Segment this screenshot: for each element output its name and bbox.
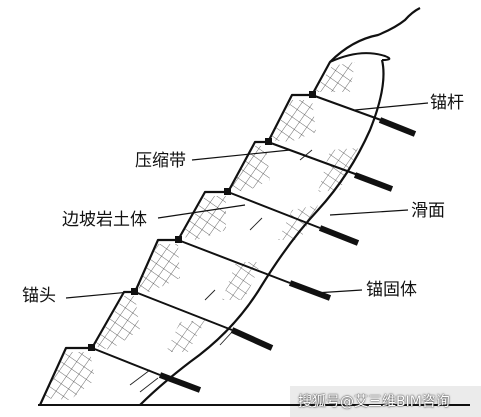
compression-zone-hatch xyxy=(44,62,355,400)
anchor-heads xyxy=(88,91,316,351)
anchor-rod-4 xyxy=(177,239,291,284)
anchor-rod-5 xyxy=(134,291,233,331)
anchor-rod-6 xyxy=(91,347,161,376)
watermark-backdrop xyxy=(290,386,481,417)
label-anchor-head: 锚头 xyxy=(22,286,56,306)
label-compression-zone: 压缩带 xyxy=(135,151,186,171)
anchor-rod-2 xyxy=(267,141,359,176)
label-anchor-body: 锚固体 xyxy=(366,280,417,300)
anchor-rod-3 xyxy=(227,191,321,229)
watermark-text: 搜狐号@艾三维BIM咨询 xyxy=(298,394,450,410)
anchor-body-2 xyxy=(353,172,394,192)
slope-outline xyxy=(38,7,421,406)
sliding-surface-line xyxy=(139,59,385,406)
anchor-body-4 xyxy=(288,280,332,301)
anchor-body-3 xyxy=(318,225,360,246)
slope-crest xyxy=(329,52,391,63)
anchor-body-5 xyxy=(230,327,274,351)
anchor-rod-1 xyxy=(311,94,393,125)
label-sliding-surface: 滑面 xyxy=(411,201,445,221)
anchor-rods xyxy=(91,94,417,393)
label-slope-rock-soil: 边坡岩土体 xyxy=(62,210,147,230)
leader-lines xyxy=(65,102,429,299)
anchor-body-1 xyxy=(378,117,417,137)
label-anchor-rod: 锚杆 xyxy=(430,93,464,113)
anchor-body-6 xyxy=(158,372,202,393)
